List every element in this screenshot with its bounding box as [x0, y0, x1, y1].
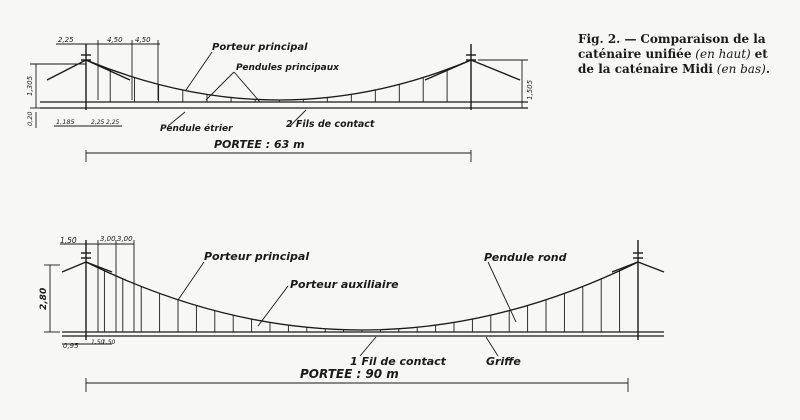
dim-1-505-top: 1,505: [526, 79, 534, 100]
label-pendules-principaux: Pendules principaux: [236, 63, 340, 73]
right-pole-top: [424, 44, 521, 110]
dim-1-50b-bottom: 1,50: [91, 339, 105, 346]
caption-paren1: (en haut): [695, 47, 751, 61]
dim-2-25c-top: 2,25: [106, 119, 120, 126]
label-porteur-principal-bottom: Porteur principal: [204, 250, 309, 263]
bottom-catenary-diagram: Porteur principal Porteur auxiliaire Pen…: [39, 235, 665, 392]
label-porteur-principal-top: Porteur principal: [212, 42, 308, 53]
contact-wires-top: [40, 101, 528, 109]
label-fil-contact: 1 Fil de contact: [350, 355, 447, 368]
label-portee-bottom: PORTEE : 90 m: [300, 367, 399, 381]
dim-1-50-bottom: 1,50: [60, 236, 77, 245]
dim-1-50c-bottom: 1,50: [102, 339, 116, 346]
dim-1-305-top: 1,305: [26, 75, 34, 96]
dim-2-25b-top: 2,25: [91, 119, 105, 126]
dim-4-50a-top: 4,50: [107, 36, 123, 44]
top-catenary-diagram: Porteur principal Pendules principaux Pe…: [26, 36, 534, 162]
dim-3-00b-bottom: 3,00: [117, 235, 133, 243]
dim-lines-bottom: [44, 240, 629, 392]
porteur-principal-top: [85, 59, 472, 101]
porteur-principal-bottom: [85, 261, 639, 331]
dim-3-00a-bottom: 3,00: [100, 235, 116, 243]
droppers-bottom: [103, 270, 621, 332]
leaders-bottom: [177, 261, 517, 357]
caption-part1: Comparaison de la caténaire unifiée: [578, 32, 766, 61]
dim-4-50b-top: 4,50: [135, 36, 151, 44]
label-portee-top: PORTEE : 63 m: [214, 138, 305, 151]
caption-part2: et de la caténaire Midi: [578, 47, 768, 76]
caption-paren2: (en bas): [716, 62, 766, 76]
dim-1-185-top: 1,185: [56, 118, 75, 126]
left-pole-top: [46, 44, 131, 110]
dim-lines-top: [30, 40, 528, 162]
label-pendule-etrier: Pendule étrier: [160, 123, 233, 134]
label-fils-contact: 2 Fils de contact: [286, 119, 375, 130]
caption-end: .: [765, 62, 770, 76]
dim-0-20-top: 0,20: [26, 112, 34, 126]
leaders-top: [167, 51, 307, 127]
dim-2-80-bottom: 2,80: [39, 288, 49, 310]
contact-wire-bottom: [62, 331, 664, 337]
dim-2-25-top: 2,25: [58, 36, 74, 44]
caption-fig-number: Fig. 2. —: [578, 32, 637, 46]
label-griffe: Griffe: [486, 355, 521, 368]
droppers-top: [109, 69, 448, 102]
figure-caption: Fig. 2. — Comparaison de la caténaire un…: [578, 32, 783, 77]
label-pendule-rond: Pendule rond: [484, 251, 567, 264]
dim-0-95-bottom: 0,95: [63, 342, 79, 350]
label-porteur-auxiliaire: Porteur auxiliaire: [290, 278, 399, 291]
